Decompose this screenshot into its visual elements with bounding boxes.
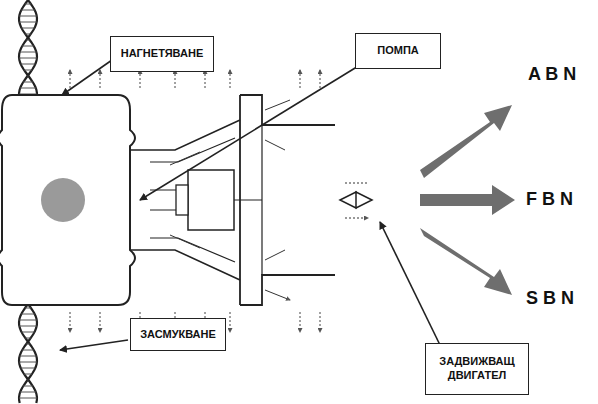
callout-box: ЗАСМУКВАНЕ: [130, 318, 226, 351]
thrust-arrows: [420, 105, 515, 295]
callout-box: ЗАДВИЖВАЩ ДВИГАТЕЛ: [425, 343, 529, 395]
callout-text: ЗАСМУКВАНЕ: [140, 328, 216, 342]
robot-body: [0, 95, 135, 305]
callout-text: ПОМПА: [377, 44, 418, 58]
callout-box: ПОМПА: [355, 33, 441, 69]
output-label: S B N: [526, 288, 574, 309]
callout-box: НАГНЕТЯВАНЕ: [110, 36, 214, 72]
valve-symbol: [340, 192, 372, 208]
output-label: A B N: [528, 64, 576, 85]
callout-text: ЗАДВИЖВАЩ ДВИГАТЕЛ: [434, 355, 520, 383]
motor: [188, 170, 234, 230]
callout-text: НАГНЕТЯВАНЕ: [121, 47, 204, 61]
core-sphere: [41, 178, 85, 222]
output-label: F B N: [526, 189, 573, 210]
